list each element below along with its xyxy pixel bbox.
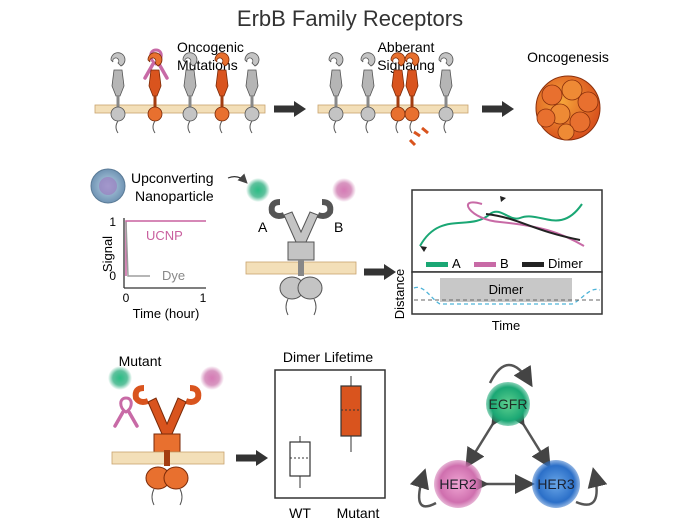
pink-nanoparticle-icon — [332, 178, 356, 202]
her2-self-loop-arrow — [409, 468, 437, 508]
wildtype-receptor-icon — [360, 52, 376, 134]
trajectory-panel: A B Dimer — [411, 189, 603, 273]
signal-ytick-0: 0 — [109, 269, 116, 283]
erbb-network: EGFR HER2 HER3 — [409, 363, 608, 508]
trajectory-a-line — [419, 203, 583, 247]
her3-node — [532, 460, 580, 508]
dye-series-label: Dye — [162, 268, 185, 283]
green-nanoparticle-icon — [108, 366, 132, 390]
arrow-head-icon — [502, 101, 514, 117]
distance-trace-line — [413, 286, 601, 305]
oncogenesis-label: Oncogenesis — [527, 49, 609, 65]
arrow-head-icon — [294, 101, 306, 117]
top-row: Oncogenic Mutations Abberant Signaling O… — [94, 39, 609, 147]
tumor-icon — [535, 75, 601, 141]
distance-panel: Dimer Distance Time — [392, 269, 603, 333]
gray-kinase-domain-icon — [279, 260, 323, 316]
ucnp-label-line2: Nanoparticle — [135, 188, 214, 204]
her3-self-loop-arrow — [575, 467, 608, 506]
wildtype-receptor-icon — [244, 52, 260, 134]
signal-burst-icon — [408, 126, 429, 147]
lifetime-category-wt: WT — [289, 505, 311, 521]
egfr-self-loop-arrow — [488, 363, 533, 388]
pointer-arrow — [227, 173, 248, 184]
figure-title: ErbB Family Receptors — [237, 6, 463, 31]
legend-b-label: B — [500, 256, 509, 271]
signaling-label-line1: Abberant — [378, 39, 435, 55]
legend-a-label: A — [452, 256, 461, 271]
distance-x-label: Time — [492, 318, 520, 333]
signal-x-label: Time (hour) — [133, 306, 200, 321]
her2-node — [434, 460, 482, 508]
orange-kinase-domain-icon — [145, 450, 189, 506]
cell-membrane — [94, 104, 266, 114]
signal-plot: Signal 1 0 0 1 Time (hour) UCNP Dye — [100, 215, 207, 321]
lifetime-category-mutant: Mutant — [337, 505, 380, 521]
lifetime-title: Dimer Lifetime — [283, 349, 373, 365]
egfr-her3-arrow — [505, 403, 551, 469]
egfr-label: EGFR — [489, 396, 528, 412]
mutant-box — [340, 385, 362, 437]
receptor-a-label: A — [258, 219, 268, 235]
bottom-row: Mutant Dimer Lifetime — [108, 349, 608, 521]
egfr-node — [486, 382, 530, 426]
middle-row: Upconverting Nanoparticle Signal 1 0 0 1… — [90, 168, 603, 333]
legend-dimer-swatch — [522, 262, 544, 267]
signal-y-label: Signal — [100, 236, 115, 272]
wildtype-receptor-icon — [438, 52, 454, 134]
signal-xtick-1: 1 — [200, 291, 207, 305]
receptor-b-label: B — [334, 219, 343, 235]
dimer-lifetime-panel: Dimer Lifetime WT Mutant — [274, 349, 386, 521]
ucnp-signal-line — [125, 220, 206, 276]
arrow-head-icon — [384, 264, 396, 280]
arrow-head-icon — [500, 196, 506, 202]
gray-receptor-dimer-icon — [268, 199, 334, 261]
ucnp-series-label: UCNP — [146, 228, 183, 243]
orange-receptor-dimer-icon — [132, 385, 202, 453]
mutant-label: Mutant — [119, 353, 162, 369]
wt-box — [289, 441, 311, 477]
green-nanoparticle-icon — [246, 178, 270, 202]
her2-label: HER2 — [439, 476, 477, 492]
cancer-ribbon-icon — [113, 396, 139, 428]
trajectory-dimer-line — [485, 213, 581, 241]
signal-ytick-1: 1 — [109, 215, 116, 229]
signal-xtick-0: 0 — [123, 291, 130, 305]
arrow-head-icon — [256, 450, 268, 466]
wildtype-receptor-icon — [110, 52, 126, 134]
legend-dimer-label: Dimer — [548, 256, 583, 271]
egfr-her2-arrow — [465, 403, 511, 469]
arrow-head-icon — [420, 246, 427, 252]
legend-b-swatch — [474, 262, 496, 267]
dye-signal-line — [125, 221, 150, 277]
dimer-band — [440, 278, 572, 302]
dimer-band-label: Dimer — [489, 282, 524, 297]
ucnp-label-line1: Upconverting — [131, 170, 214, 186]
legend-a-swatch — [426, 262, 448, 267]
her3-label: HER3 — [537, 476, 575, 492]
wildtype-receptor-icon — [328, 52, 344, 134]
distance-y-label: Distance — [392, 269, 407, 320]
pink-nanoparticle-icon — [200, 366, 224, 390]
nanoparticle-icon — [90, 168, 126, 204]
mutations-label-line1: Oncogenic — [177, 39, 244, 55]
